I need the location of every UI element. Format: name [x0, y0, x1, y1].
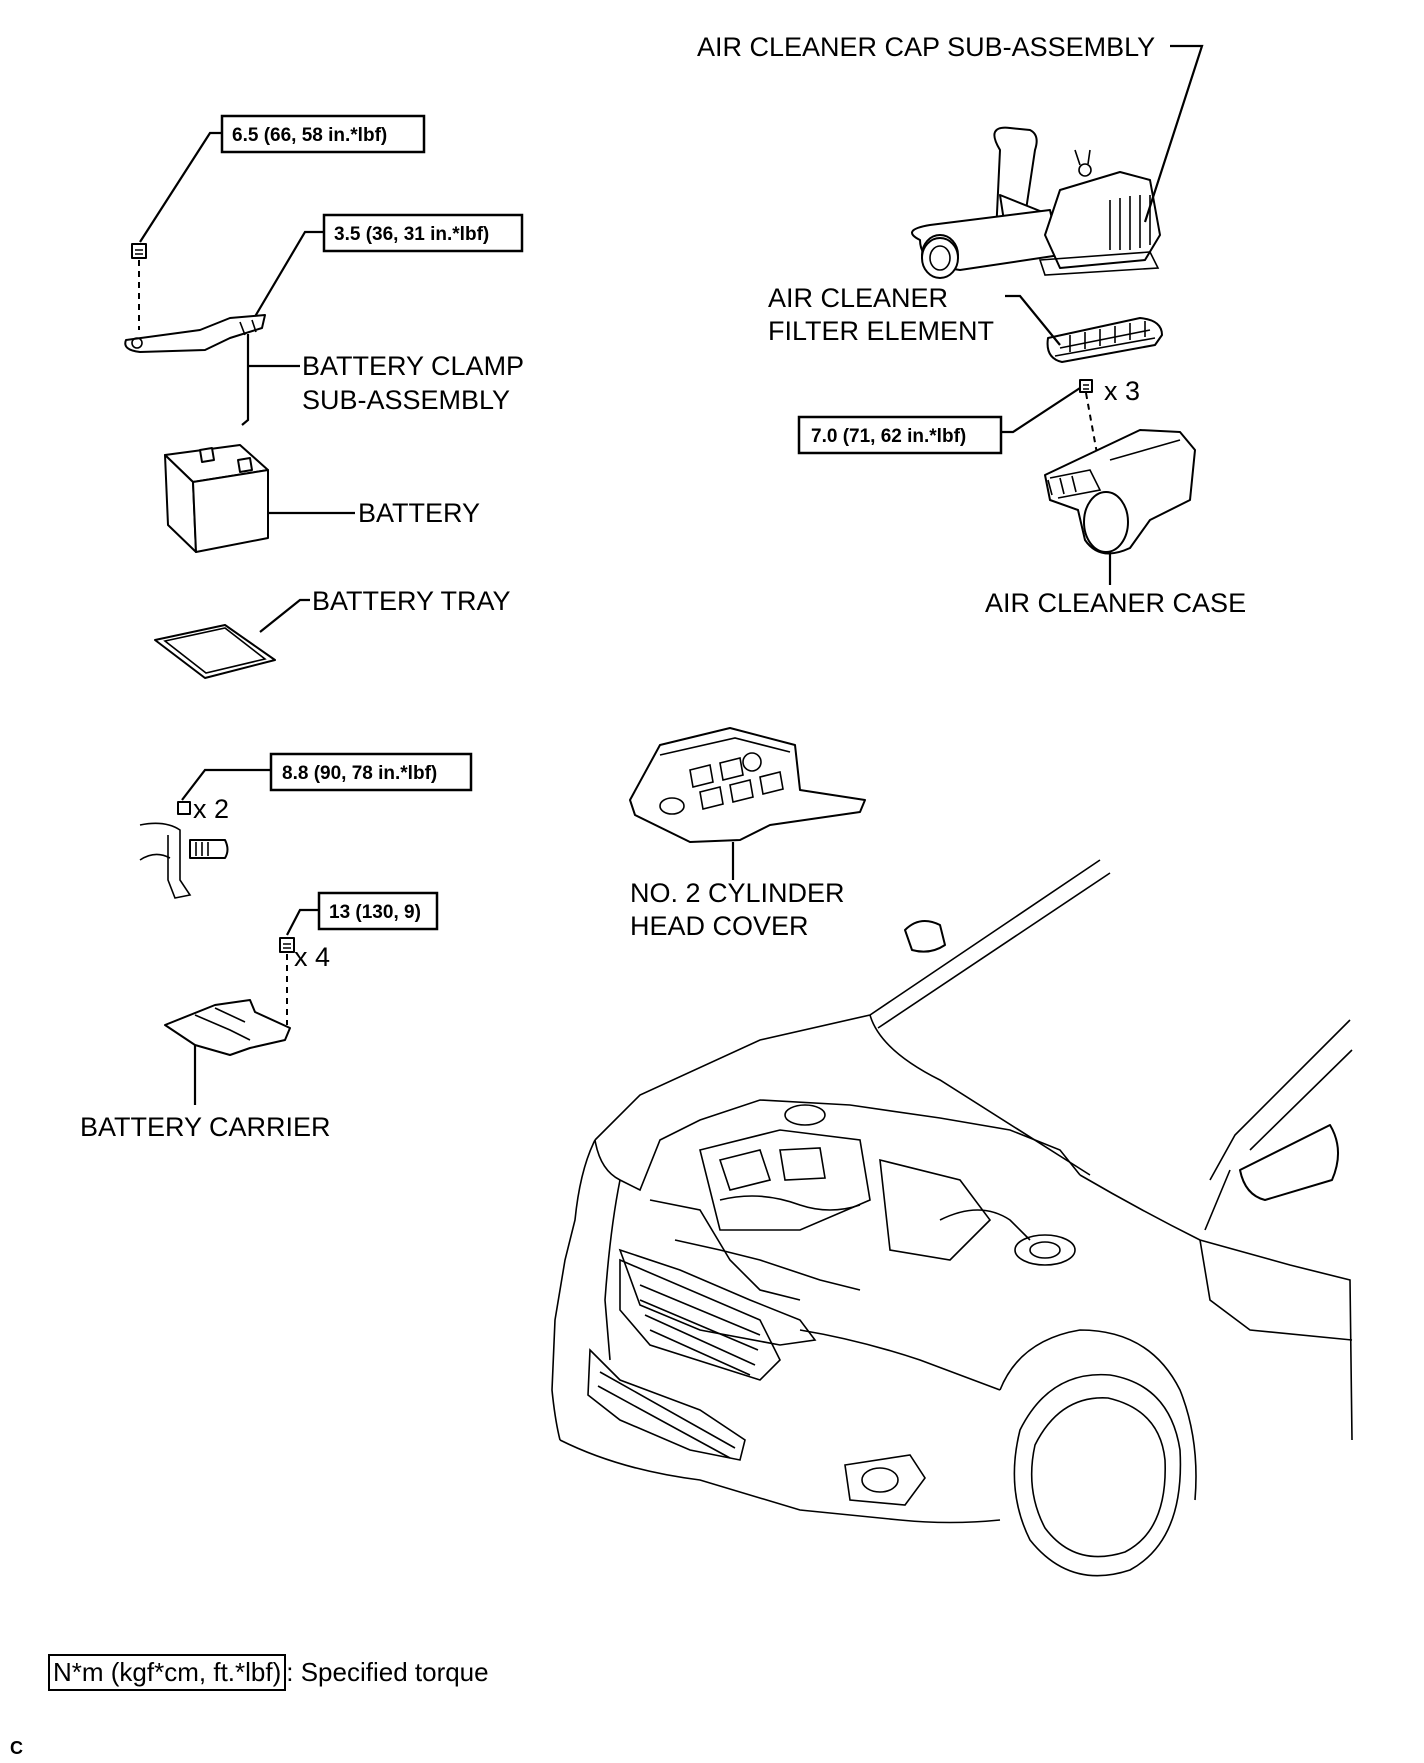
leader-carrier-bolt [286, 908, 319, 936]
qty-carrier-bolt: x 4 [294, 942, 330, 972]
vehicle-front-view [551, 859, 1353, 1577]
leader-filter [1005, 294, 1061, 346]
torque-carrier-bolt: 13 (130, 9) [329, 902, 421, 923]
label-filter-line1: AIR CLEANER [768, 283, 948, 313]
label-filter-line2: FILTER ELEMENT [768, 316, 994, 346]
battery-clamp-drawing [124, 314, 266, 426]
label-air-cleaner-case: AIR CLEANER CASE [985, 588, 1246, 618]
carrier-bolt-drawing [279, 937, 295, 1025]
leader-battery-tray [259, 598, 310, 633]
leader-clamp-nut [249, 230, 324, 326]
air-cleaner-cap-drawing [911, 126, 1161, 276]
torque-terminal: 8.8 (90, 78 in.*lbf) [282, 763, 437, 784]
clamp-bolt-drawing [131, 243, 147, 330]
label-battery-tray: BATTERY TRAY [312, 586, 511, 616]
torque-clamp-bolt: 6.5 (66, 58 in.*lbf) [232, 125, 387, 146]
label-battery: BATTERY [358, 498, 480, 528]
leader-terminal [181, 768, 271, 801]
torque-box-case-bolt: 7.0 (71, 62 in.*lbf) [797, 415, 1003, 455]
torque-box-terminal: 8.8 (90, 78 in.*lbf) [269, 752, 473, 792]
label-air-cleaner-cap: AIR CLEANER CAP SUB-ASSEMBLY [697, 32, 1155, 62]
air-cleaner-case-drawing [1044, 429, 1196, 555]
air-cleaner-case-bolt [1079, 379, 1101, 471]
terminal-drawing [139, 801, 229, 899]
leader-case-bolt-torque [1001, 387, 1081, 434]
leader-air-cleaner-cap [1143, 44, 1204, 223]
torque-legend: N*m (kgf*cm, ft.*lbf) : Specified torque [48, 1653, 489, 1691]
label-head-cover-line1: NO. 2 CYLINDER [630, 878, 845, 908]
leader-clamp-bolt [139, 131, 222, 243]
battery-tray-drawing [154, 624, 276, 679]
battery-drawing [164, 444, 269, 553]
legend-key: N*m (kgf*cm, ft.*lbf) [48, 1653, 287, 1691]
label-battery-clamp-line1: BATTERY CLAMP [302, 351, 524, 381]
head-cover-drawing [629, 727, 866, 843]
torque-case-bolt: 7.0 (71, 62 in.*lbf) [811, 426, 966, 447]
torque-box-clamp-nut: 3.5 (36, 31 in.*lbf) [322, 213, 524, 253]
label-battery-clamp-line2: SUB-ASSEMBLY [302, 385, 510, 415]
battery-carrier-drawing [164, 999, 291, 1056]
label-head-cover-line2: HEAD COVER [630, 911, 809, 941]
legend-text: : Specified torque [286, 1656, 489, 1687]
air-cleaner-hose-clamp [921, 237, 959, 279]
label-battery-carrier: BATTERY CARRIER [80, 1112, 331, 1142]
qty-case-bolt: x 3 [1104, 376, 1140, 406]
qty-terminal: x 2 [193, 794, 229, 824]
torque-clamp-nut: 3.5 (36, 31 in.*lbf) [334, 224, 489, 245]
torque-box-clamp-bolt: 6.5 (66, 58 in.*lbf) [220, 114, 426, 154]
air-cleaner-filter-drawing [1046, 317, 1163, 363]
torque-box-carrier-bolt: 13 (130, 9) [317, 891, 439, 931]
corner-mark: C [10, 1738, 23, 1758]
